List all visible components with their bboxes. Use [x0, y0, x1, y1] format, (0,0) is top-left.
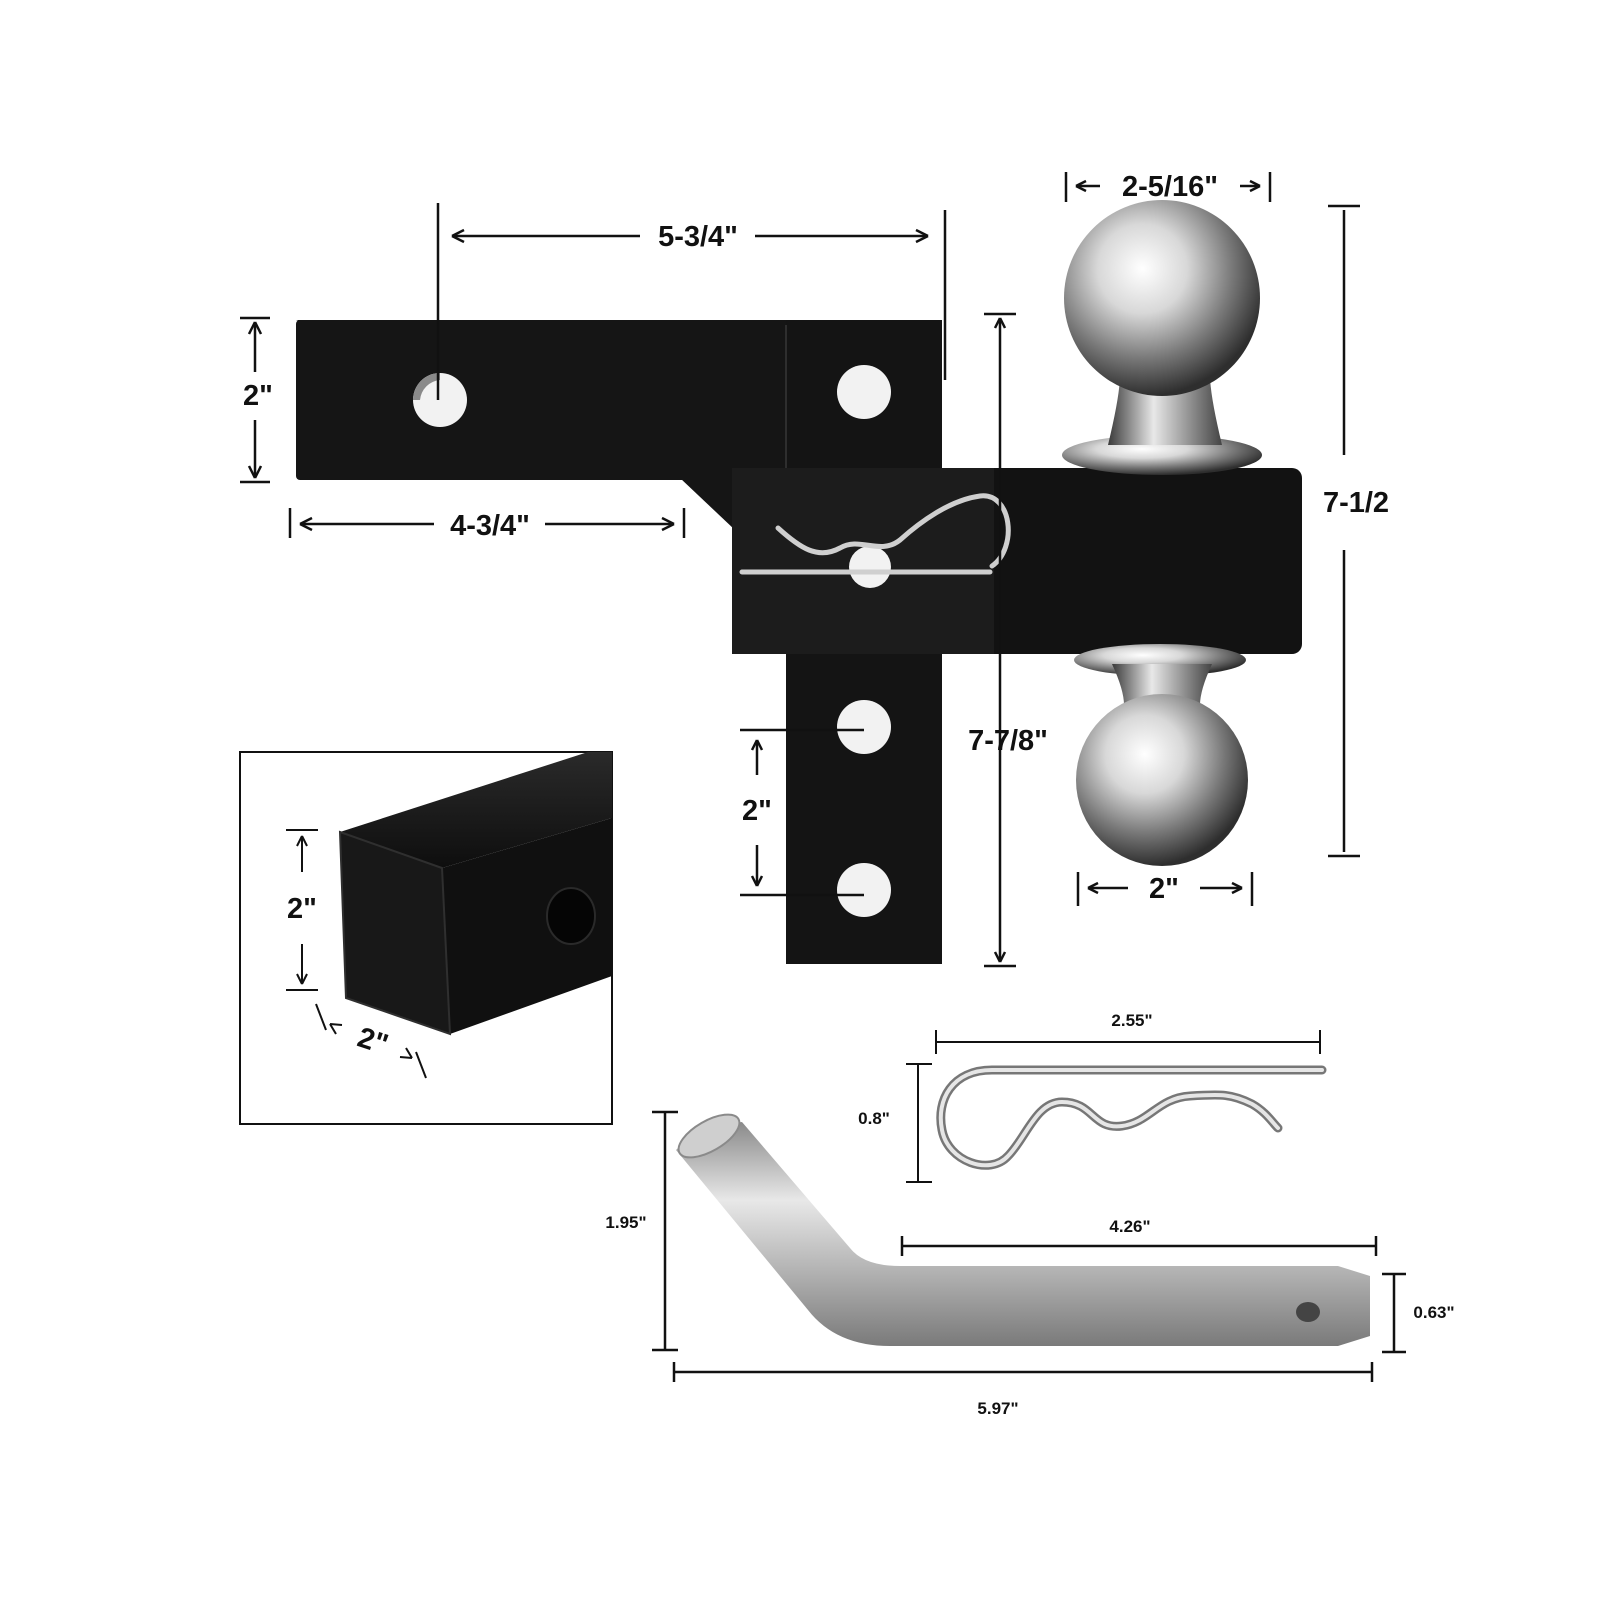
ball-mount-assembly — [296, 200, 1302, 964]
spring-clip-wire — [936, 1065, 1327, 1170]
label-pin-height: 1.95" — [605, 1213, 646, 1232]
tube-dimension-lines — [286, 829, 427, 1079]
top-ball — [1064, 200, 1260, 396]
label-pin-straight-length: 4.26" — [1109, 1217, 1150, 1236]
label-tube-height: 2" — [287, 893, 317, 925]
hitch-pin-body — [676, 1122, 1370, 1346]
hitch-pin-end — [677, 1113, 741, 1159]
label-bottom-ball-width: 2" — [1149, 873, 1179, 905]
spring-clip-highlight — [938, 1068, 1324, 1168]
label-pin-diameter: 0.63" — [1413, 1303, 1454, 1322]
shank-hole — [413, 373, 467, 427]
tube-side-face — [442, 818, 612, 1034]
label-riser-height: 7-7/8" — [968, 725, 1048, 757]
bottom-ball — [1076, 694, 1248, 866]
label-overall-ball-height: 7-1/2 — [1323, 487, 1389, 519]
label-shank-height: 2" — [243, 380, 273, 412]
platform-pin-hole — [849, 546, 891, 588]
spring-clip — [906, 1030, 1327, 1183]
tube-hole — [546, 887, 596, 945]
label-hole-spacing: 2" — [742, 795, 772, 827]
tube-end-face — [338, 830, 452, 1036]
label-shank-front-length: 4-3/4" — [450, 510, 530, 542]
shank-slope — [680, 478, 735, 530]
bottom-ball-neck — [1112, 664, 1212, 705]
hitch-pin-hole — [1296, 1302, 1320, 1322]
riser-hole-top — [837, 365, 891, 419]
pin-dimension-lines — [652, 1110, 1406, 1382]
label-clip-height: 0.8" — [858, 1109, 890, 1128]
label-ball-width: 2-5/16" — [1122, 171, 1218, 203]
main-dimension-lines — [240, 172, 1360, 968]
receiver-tube-inset — [239, 751, 613, 1125]
riser-hole-bottom — [837, 863, 891, 917]
label-clip-length: 2.55" — [1111, 1011, 1152, 1030]
clip-dimension-lines — [906, 1030, 1321, 1183]
dimension-labels: 5-3/4" 2" 4-3/4" 2-5/16" 7-1/2 2" 7-7/8"… — [243, 171, 1455, 1418]
riser-hole-mid — [837, 700, 891, 754]
label-pin-total-length: 5.97" — [977, 1399, 1018, 1418]
shank-hole-shade — [413, 373, 440, 400]
platform-spring-clip — [739, 493, 1011, 575]
shank-bar-body — [296, 320, 792, 480]
label-shank-hole-to-end: 5-3/4" — [658, 221, 738, 253]
hitch-pin — [652, 1110, 1406, 1382]
tube-top-face — [340, 752, 612, 868]
